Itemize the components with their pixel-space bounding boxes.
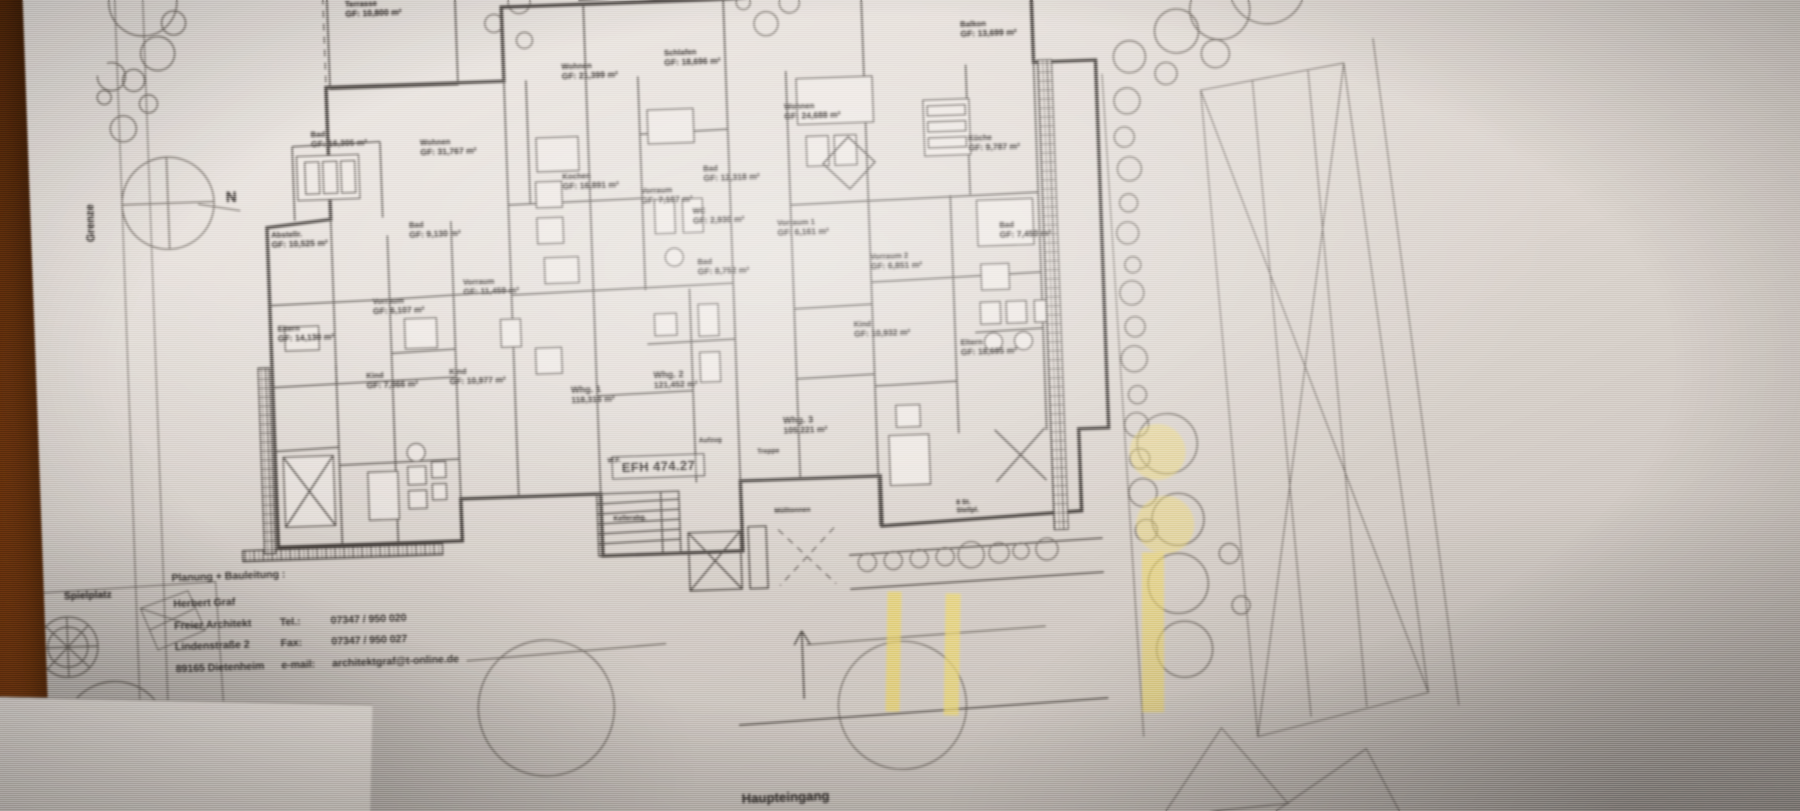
entrance-label: Haupteingang: [741, 787, 830, 807]
second-sheet-corner: [0, 695, 373, 811]
title-block-heading: Planung + Bauleitung :: [171, 568, 286, 585]
floor-plan-sheet: .w{stroke:#4a4440;fill:none;} .w2{stroke…: [20, 0, 1800, 811]
compass-north-label: N: [225, 188, 238, 207]
room-area: GF: 11,459 m²: [463, 284, 520, 297]
room-area: GF: 10,977 m²: [449, 374, 506, 387]
room-area: GF: 31,767 m²: [420, 145, 477, 158]
tel-label: Tel.:: [279, 615, 301, 629]
whg1-area: 118,316 m²: [571, 392, 615, 405]
room-area: GF: 9,130 m²: [409, 227, 461, 240]
room-area: GF: 8,752 m²: [697, 264, 750, 277]
project-number-box: EFH 474.27: [611, 453, 706, 480]
misc-label-wf: W.F.: [607, 457, 621, 465]
room-area: GF: 6,161 m²: [777, 225, 830, 238]
room-area: GF: 10,800 m²: [345, 6, 402, 19]
label-layer: Grenze Spielplatz Haupteingang N EFH 474…: [21, 0, 1800, 811]
room-area: GF: 18,696 m²: [664, 55, 721, 68]
email-value: architektgraf@t-online.de: [331, 652, 460, 670]
fax-label: Fax:: [280, 636, 303, 650]
boundary-label: Grenze: [84, 203, 98, 243]
misc-label-muell: Mülltonnen: [774, 506, 811, 515]
room-area: GF: 21,399 m²: [561, 69, 619, 82]
room-area: GF: 13,699 m²: [960, 26, 1017, 39]
whg3-area: 105,221 m²: [783, 423, 828, 435]
apartment-tag-whg1: Whg. 1 118,316 m²: [571, 383, 615, 405]
room-area: GF: 12,318 m²: [703, 171, 760, 184]
room-area: GF: 10,525 m²: [271, 237, 328, 250]
room-label-abstellr-links: Abstellr.GF: 10,525 m²: [271, 229, 328, 251]
room-area: GF: 24,688 m²: [784, 109, 841, 122]
room-area: GF: 16,891 m²: [562, 179, 620, 192]
apartment-tag-whg2: Whg. 2 121,452 m²: [653, 368, 698, 390]
misc-label-stellpl: 8 St. Stellpl.: [956, 498, 980, 514]
room-area: GF: 16,305 m²: [310, 137, 368, 150]
room-area: GF: 7,450 m²: [999, 227, 1052, 240]
architect-city: 89165 Dietenheim: [175, 659, 265, 675]
misc-label-aufzug: Aufzug: [698, 436, 722, 445]
room-area: GF: 7,107 m²: [641, 193, 693, 206]
room-area: GF: 18,695 m²: [960, 344, 1018, 357]
misc-label-treppe: Treppe: [757, 447, 780, 456]
playground-label: Spielplatz: [63, 589, 112, 603]
title-block: Planung + Bauleitung : Herbert Graf Frei…: [171, 559, 475, 681]
room-area: GF: 6,107 m²: [372, 304, 425, 316]
room-area: GF: 14,130 m²: [277, 331, 335, 344]
room-area: GF: 10,932 m²: [853, 326, 911, 339]
apartment-tag-whg3: Whg. 3 105,221 m²: [783, 414, 828, 436]
misc-label-kellerab: Kellerabg.: [613, 514, 647, 523]
room-area: GF: 9,787 m²: [968, 140, 1021, 153]
room-area: GF: 2,930 m²: [692, 213, 745, 226]
room-area: GF: 7,066 m²: [366, 378, 419, 391]
email-label: e-mail:: [281, 657, 316, 672]
whg2-area: 121,452 m²: [653, 378, 698, 390]
room-area: GF: 6,851 m²: [870, 259, 923, 272]
